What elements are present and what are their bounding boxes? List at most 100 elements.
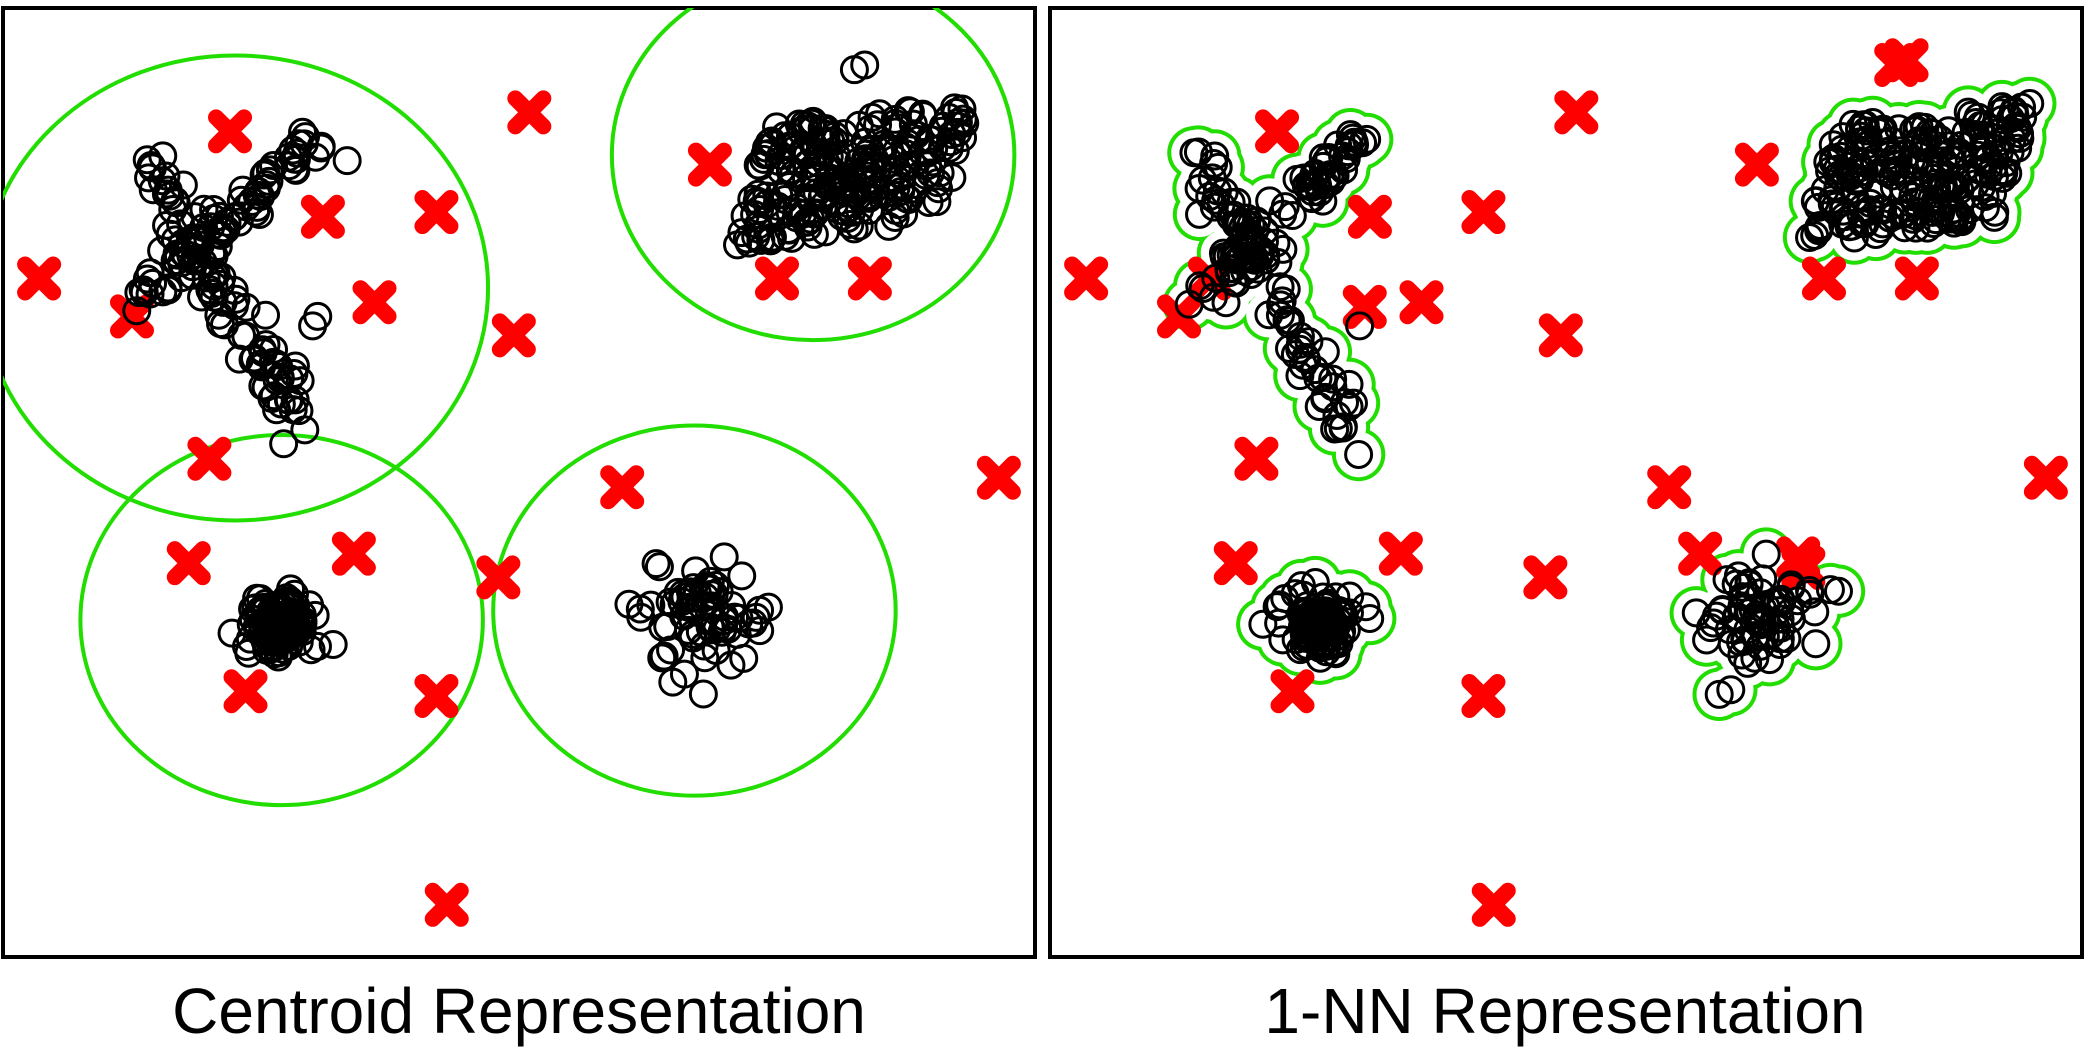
cluster-point — [1847, 193, 1877, 223]
cluster-point — [226, 185, 256, 215]
cluster-point — [1305, 633, 1335, 663]
cluster-point — [1908, 184, 1938, 214]
cluster-point — [823, 148, 853, 178]
outlier-marker — [331, 531, 376, 576]
cluster-point — [1805, 211, 1835, 241]
outlier-marker — [187, 436, 232, 481]
cluster-point — [259, 150, 289, 180]
point-layer — [122, 50, 980, 709]
outlier-marker — [1234, 436, 1279, 481]
cluster-point — [1208, 238, 1238, 268]
outlier-layer — [1064, 38, 2068, 927]
cluster-point — [155, 219, 185, 249]
outlier-marker — [687, 142, 732, 187]
outlier-marker — [300, 194, 345, 239]
cluster-point — [766, 155, 796, 185]
cluster-point — [727, 561, 757, 591]
cluster-point — [1188, 273, 1218, 303]
cluster-point — [1291, 614, 1321, 644]
outlier-marker — [847, 256, 892, 301]
cluster-point — [124, 277, 154, 307]
outlier-marker — [491, 313, 536, 358]
cluster-point — [1844, 114, 1874, 144]
cluster-point — [1272, 305, 1302, 335]
cluster-point — [792, 207, 822, 237]
cluster-point — [251, 611, 281, 641]
cluster-point — [1216, 187, 1246, 217]
cluster-point — [874, 211, 904, 241]
cluster-point — [1270, 192, 1300, 222]
cluster-point — [1818, 147, 1848, 177]
cluster-point — [641, 549, 671, 579]
cluster-boundary — [609, 8, 1017, 343]
outlier-marker — [1461, 190, 1506, 235]
cluster-point — [1228, 222, 1258, 252]
cluster-point — [1312, 607, 1342, 637]
cluster-point — [2000, 112, 2030, 142]
cluster-point — [1973, 159, 2003, 189]
cluster-point — [738, 608, 768, 638]
cluster-point — [644, 552, 674, 582]
cluster-point — [251, 300, 281, 330]
cluster-point — [1974, 143, 2004, 173]
cluster-point — [811, 119, 841, 149]
point-layer — [1174, 89, 2045, 709]
cluster-point — [1200, 141, 1230, 171]
cluster-point — [1933, 203, 1963, 233]
cluster-point — [1232, 235, 1262, 265]
cluster-point — [176, 241, 206, 271]
cluster-point — [924, 174, 954, 204]
cluster-point — [1723, 561, 1753, 591]
outlier-marker — [1213, 541, 1258, 586]
cluster-point — [1741, 622, 1771, 652]
cluster-point — [148, 277, 178, 307]
cluster-point — [1934, 173, 1964, 203]
cluster-point — [1294, 327, 1324, 357]
outlier-marker — [1554, 90, 1599, 135]
panel-1nn: 1-NN Representation — [1048, 6, 2084, 1047]
cluster-point — [1704, 679, 1734, 709]
cluster-point — [673, 615, 703, 645]
cluster-point — [1971, 145, 2001, 175]
cluster-point — [1338, 388, 1368, 418]
cluster-point — [1355, 604, 1385, 634]
cluster-point — [250, 626, 280, 656]
panel-title: Centroid Representation — [172, 975, 866, 1047]
cluster-point — [1214, 258, 1244, 288]
cluster-point — [1993, 158, 2023, 188]
cluster-point — [751, 133, 781, 163]
outlier-marker — [414, 190, 459, 235]
cluster-point — [1746, 578, 1776, 608]
cluster-point — [248, 338, 278, 368]
cluster-point — [1699, 608, 1729, 638]
cluster-point — [649, 641, 679, 671]
outlier-marker — [414, 674, 459, 719]
cluster-boundary — [3, 53, 490, 523]
cluster-point — [1286, 571, 1316, 601]
cluster-point — [851, 183, 881, 213]
cluster-boundary — [78, 433, 485, 808]
outlier-marker — [223, 669, 268, 714]
outlier-marker — [1461, 674, 1506, 719]
cluster-point — [332, 146, 362, 176]
outlier-marker — [1270, 669, 1315, 714]
cluster-point — [716, 650, 746, 680]
cluster-point — [831, 139, 861, 169]
cluster-point — [134, 163, 164, 193]
panel-title: 1-NN Representation — [1264, 975, 1865, 1047]
outlier-marker — [352, 280, 397, 325]
outlier-layer — [17, 90, 1021, 927]
cluster-point — [1277, 201, 1307, 231]
cluster-point — [1348, 128, 1378, 158]
cluster-point — [679, 593, 709, 623]
cluster-point — [132, 145, 162, 175]
cluster-point — [809, 190, 839, 220]
cluster-point — [862, 154, 892, 184]
cluster-point — [653, 612, 683, 642]
cluster-point — [1919, 130, 1949, 160]
cluster-point — [1868, 114, 1898, 144]
cluster-point — [151, 161, 181, 191]
cluster-point — [1692, 625, 1722, 655]
cluster-point — [928, 111, 958, 141]
